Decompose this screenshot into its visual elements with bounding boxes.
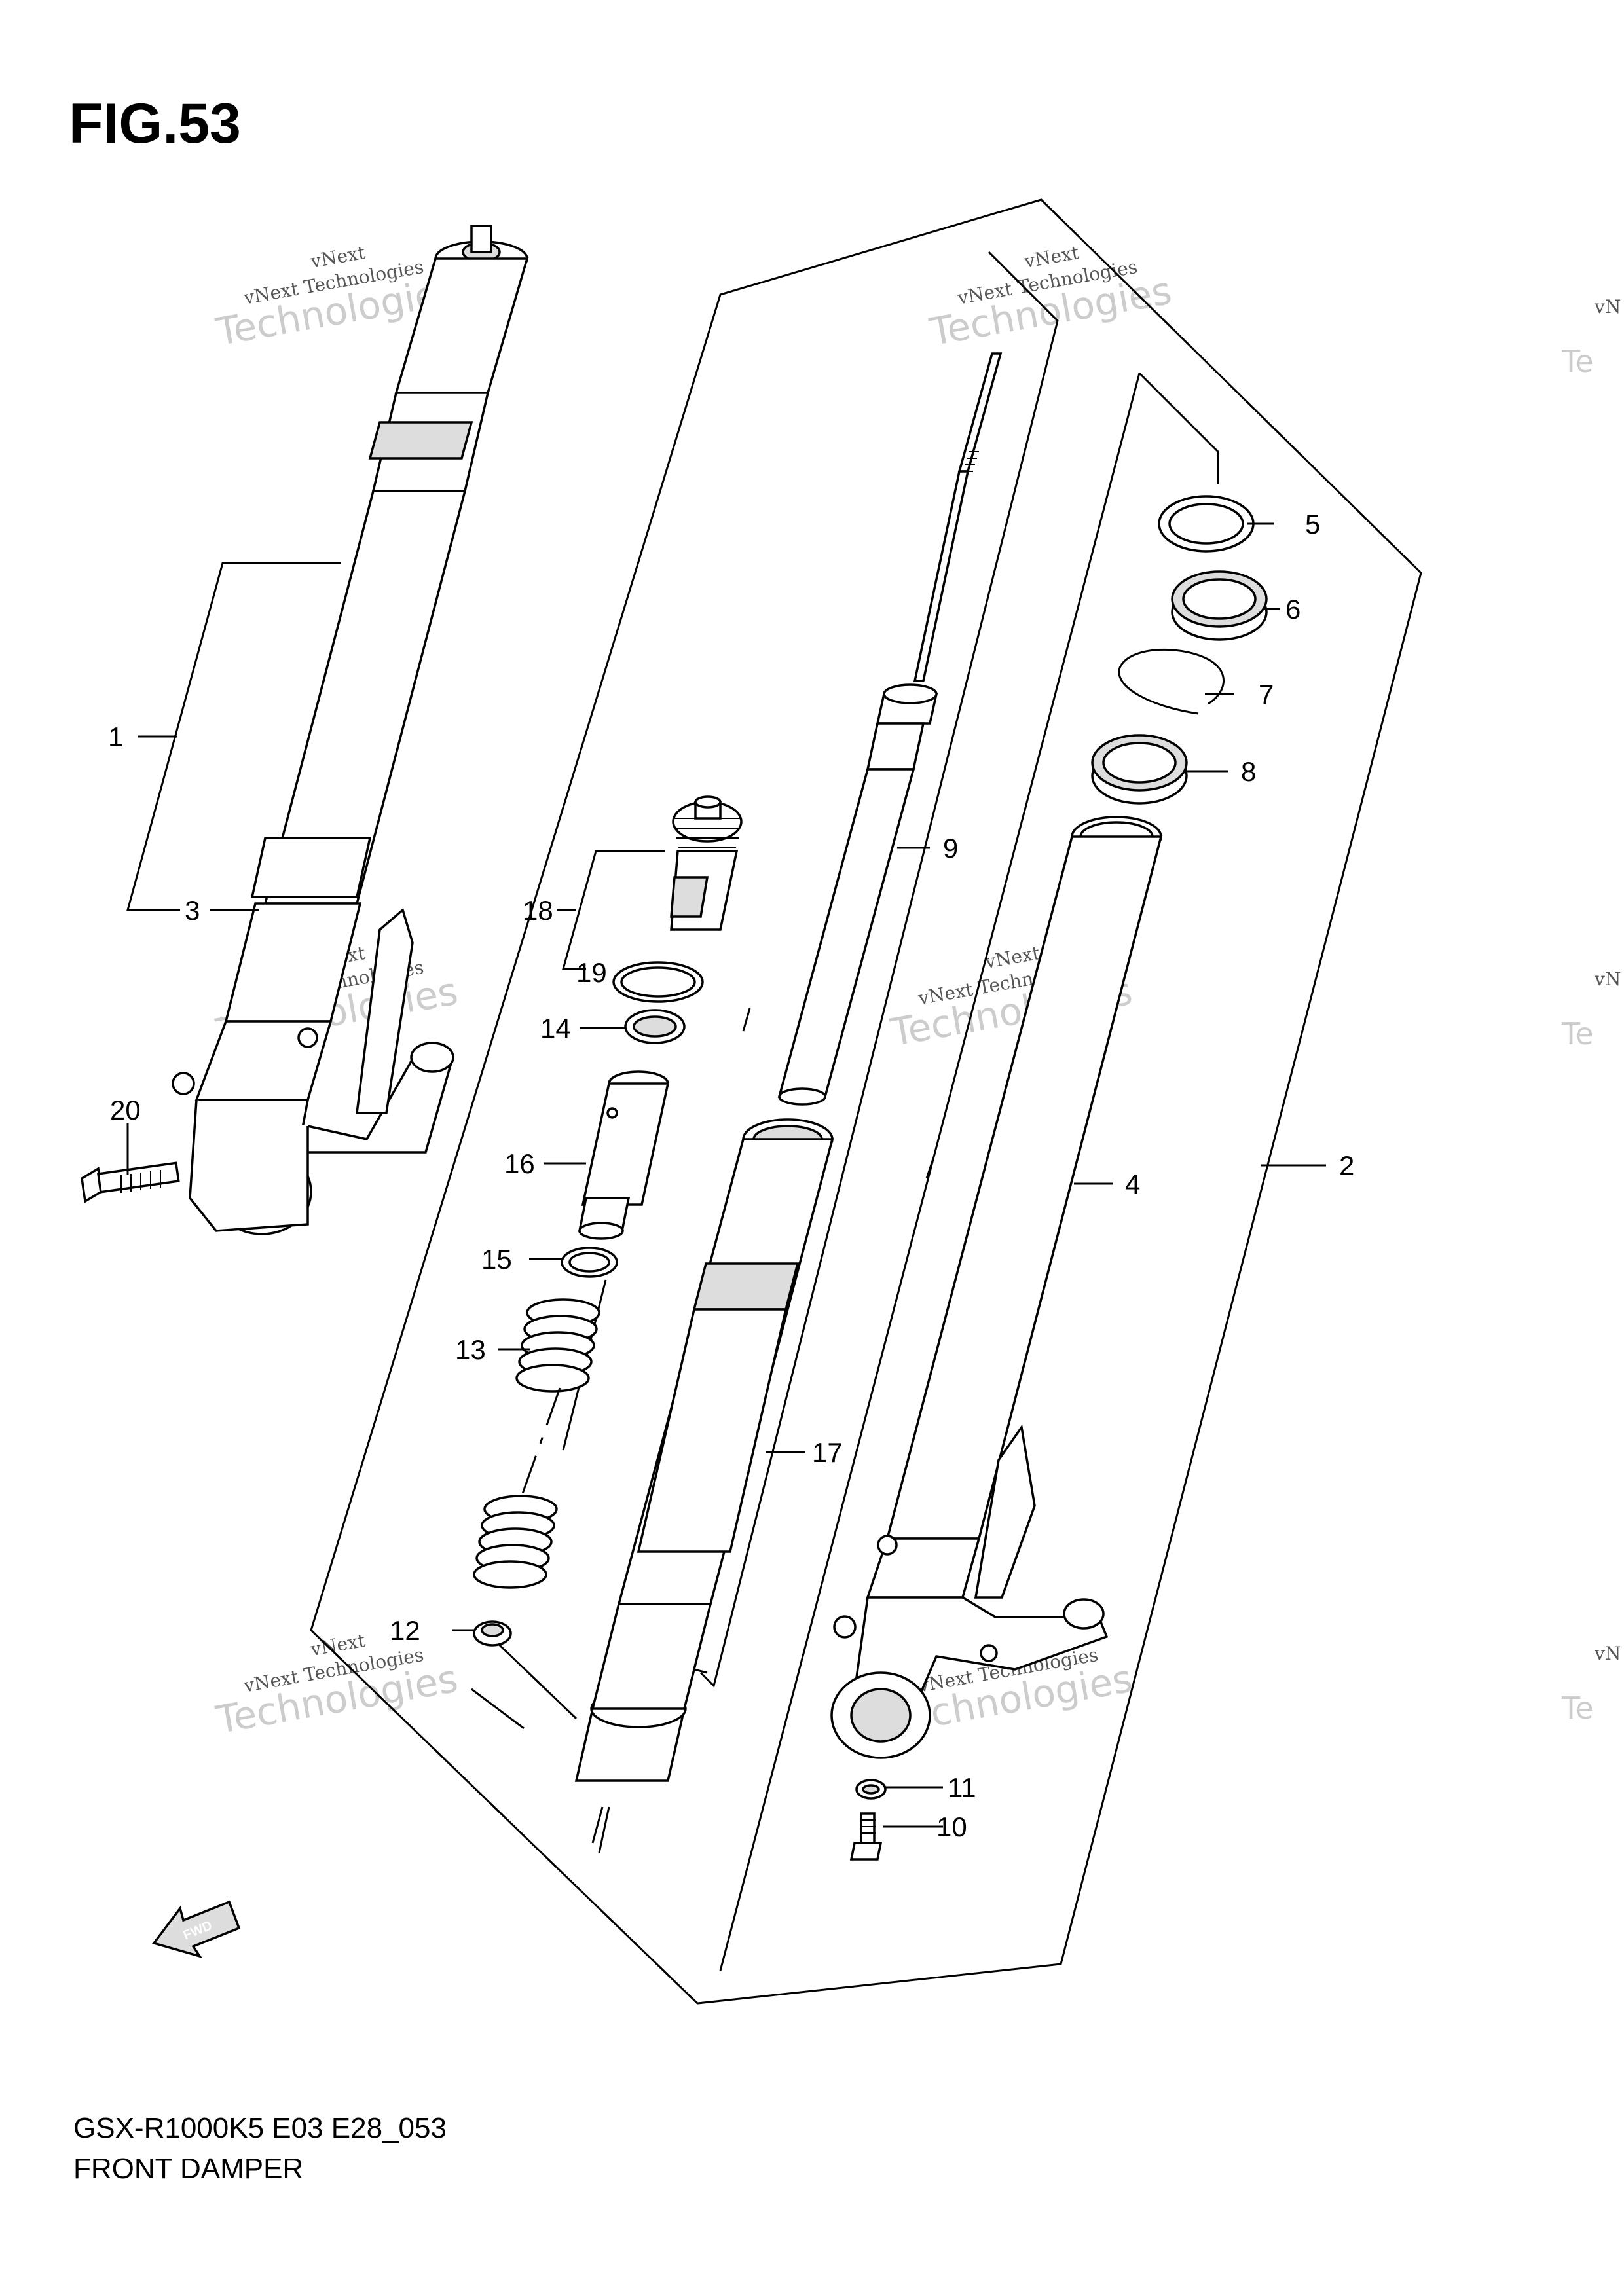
callout-4: 4 xyxy=(1125,1169,1140,1199)
frame-dash-2 xyxy=(925,1158,934,1179)
cap-bolt xyxy=(670,795,743,931)
svg-text:vN: vN xyxy=(1594,968,1621,990)
spring-centerline xyxy=(519,1387,561,1500)
callout-19: 19 xyxy=(576,957,607,988)
watermark-right-edge-2: vN Te xyxy=(1561,968,1621,1051)
damper-rod xyxy=(777,352,1003,1106)
callout-11: 11 xyxy=(948,1772,976,1803)
gasket xyxy=(855,1779,887,1800)
callout-8: 8 xyxy=(1241,756,1256,787)
model-code: GSX-R1000K5 E03 E28_053 xyxy=(73,2112,447,2144)
forward-direction-arrow-icon: FWD xyxy=(152,1900,241,1958)
callout-labels: 1 2 3 4 5 6 7 8 9 10 11 12 13 14 15 16 1… xyxy=(108,509,1354,1842)
frame-left-edge xyxy=(598,1806,610,1853)
nut xyxy=(473,1620,512,1647)
callout-15: 15 xyxy=(481,1244,512,1275)
svg-text:Te: Te xyxy=(1561,1690,1594,1726)
callout-1: 1 xyxy=(108,721,123,752)
axle-pinch-bolt xyxy=(81,1161,180,1203)
callout-bracket-group xyxy=(719,372,1219,1971)
spacer xyxy=(578,1070,670,1240)
svg-text:vN: vN xyxy=(1594,1643,1621,1664)
callout-leaders xyxy=(126,522,1326,1828)
dust-seal xyxy=(1158,495,1255,553)
svg-text:Te: Te xyxy=(1561,1016,1594,1051)
callout-2: 2 xyxy=(1339,1150,1354,1181)
seal xyxy=(624,1009,686,1044)
frame-dash-3 xyxy=(591,1806,604,1844)
callout-12: 12 xyxy=(390,1615,420,1646)
oil-seal-upper xyxy=(1171,570,1268,641)
callout-3: 3 xyxy=(185,895,200,926)
figure-name: FRONT DAMPER xyxy=(73,2153,304,2185)
watermark-top-center: vNext vNext Technologies Technologies xyxy=(926,242,1175,355)
callout-16: 16 xyxy=(504,1148,535,1179)
callout-9: 9 xyxy=(943,833,958,864)
assembly-frame-outer xyxy=(310,198,1422,2005)
inner-tube xyxy=(830,816,1163,1759)
callout-13: 13 xyxy=(455,1334,486,1365)
frame-dash-1 xyxy=(742,1008,751,1032)
o-ring xyxy=(612,961,704,1003)
washer xyxy=(561,1247,618,1278)
callout-10: 10 xyxy=(936,1812,967,1842)
figure-title: FIG.53 xyxy=(69,92,241,155)
callout-7: 7 xyxy=(1259,679,1274,710)
oil-seal-lower xyxy=(1091,734,1188,805)
front-fork-assembly xyxy=(172,225,529,1235)
callout-18: 18 xyxy=(523,895,553,926)
callout-17: 17 xyxy=(812,1437,843,1468)
watermark-right-edge-1: vN Te xyxy=(1561,296,1621,379)
watermark-right-edge-3: vN Te xyxy=(1561,1643,1621,1726)
callout-14: 14 xyxy=(540,1013,571,1044)
spring-upper xyxy=(515,1298,600,1393)
oil-seal-stopper-ring xyxy=(1118,648,1225,715)
damper-rod-bolt xyxy=(849,1812,883,1861)
outer-tube-17 xyxy=(574,1118,834,1782)
spring-lower xyxy=(473,1495,558,1589)
svg-text:vN: vN xyxy=(1594,296,1621,318)
svg-text:Te: Te xyxy=(1561,344,1594,379)
watermark-bottom-left: vNext vNext Technologies Technologies xyxy=(212,1630,461,1743)
callout-6: 6 xyxy=(1285,594,1301,625)
callout-20: 20 xyxy=(110,1095,141,1125)
callout-5: 5 xyxy=(1305,509,1320,539)
